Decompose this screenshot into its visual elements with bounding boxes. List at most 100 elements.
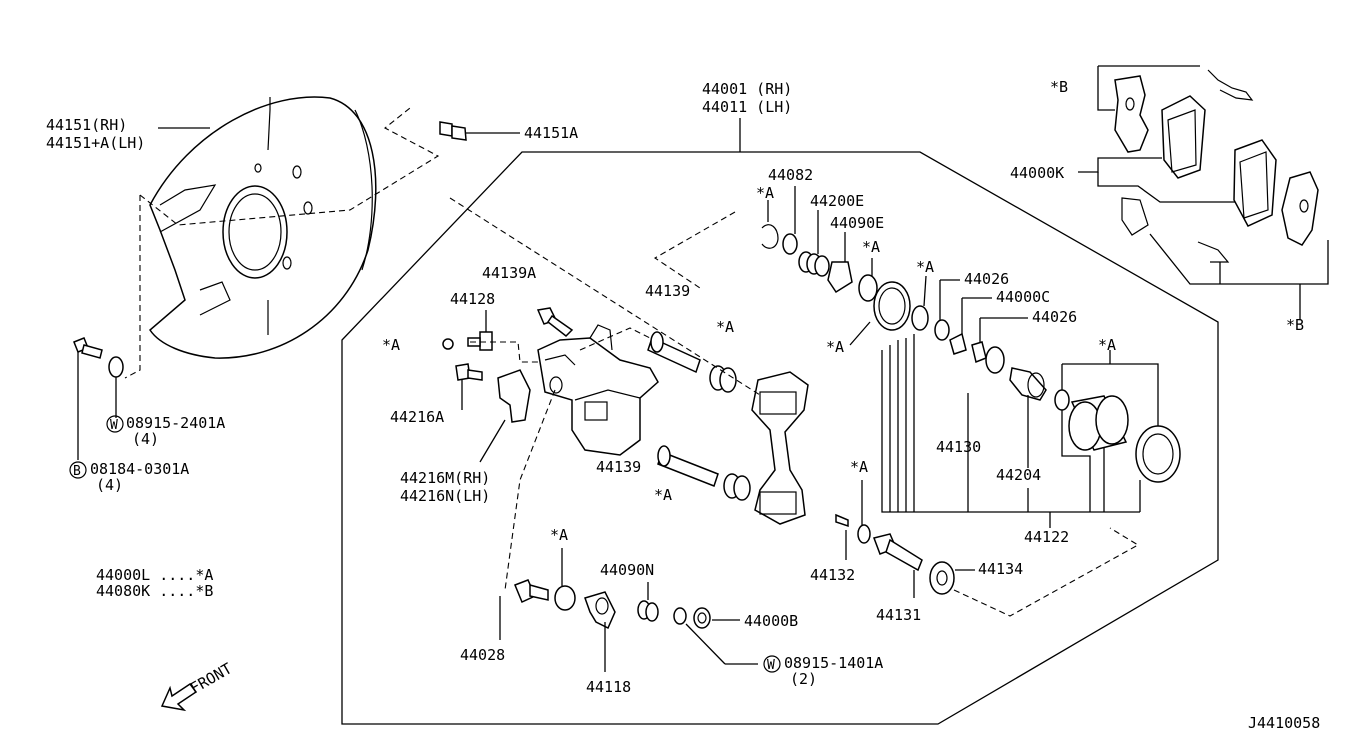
marker-a-7: *A (382, 336, 400, 354)
seal-ring-a (858, 258, 878, 302)
label-44216m: 44216M(RH) (400, 469, 490, 487)
washer-marker-2: W (763, 655, 781, 673)
spring-44200e (798, 210, 830, 277)
label-44001-rh: 44001 (RH) (702, 80, 792, 98)
piston-seal-large (849, 281, 911, 346)
label-44200e: 44200E (810, 192, 864, 210)
diagram-code: J4410058 (1248, 714, 1320, 732)
bolt-44151a (439, 121, 520, 141)
label-44132: 44132 (810, 566, 855, 584)
cap-44132 (835, 480, 871, 560)
clip-44090e (827, 232, 853, 294)
svg-text:B: B (73, 464, 81, 479)
screw-44216a (455, 363, 483, 410)
pad-shim-outer (1114, 75, 1149, 153)
label-44026-b: 44026 (1032, 308, 1077, 326)
label-08184-0301a-qty: (4) (96, 476, 123, 494)
label-44000b: 44000B (744, 612, 798, 630)
washer-marker-1: W (106, 415, 124, 433)
marker-a-5: *A (1098, 336, 1116, 354)
marker-a-3: *A (916, 258, 934, 276)
caliper-bracket (751, 371, 809, 525)
label-08915-2401a: 08915-2401A (126, 414, 225, 432)
seal-44000b (673, 607, 758, 665)
svg-text:W: W (767, 658, 775, 673)
snap-ring-upper (761, 200, 779, 249)
label-44011-lh: 44011 (LH) (702, 98, 792, 116)
bolt-44139a (536, 307, 574, 337)
plate-44134 (929, 561, 975, 595)
label-44028: 44028 (460, 646, 505, 664)
shaft-44131 (873, 533, 923, 598)
label-44000k: 44000K (1010, 164, 1064, 182)
pad-outer (1161, 95, 1206, 179)
ring-44026 (934, 279, 960, 341)
seal-44082 (782, 186, 798, 255)
label-44151-rh: 44151(RH) (46, 116, 127, 134)
marker-a-1: *A (756, 184, 774, 202)
bracket-44216m (479, 369, 531, 463)
lever-44118 (584, 591, 616, 672)
guide-pin-lower (657, 445, 719, 487)
label-44128: 44128 (450, 290, 495, 308)
piston-boot (1135, 425, 1181, 483)
label-08915-1401a: 08915-1401A (784, 654, 883, 672)
bolt-08184 (73, 337, 103, 460)
pad-inner (1233, 139, 1277, 227)
bleeder-44128 (442, 310, 493, 351)
svg-text:W: W (110, 418, 118, 433)
label-44216n: 44216N(LH) (400, 487, 490, 505)
label-44139a: 44139A (482, 264, 536, 282)
label-44090e: 44090E (830, 214, 884, 232)
marker-a-8: *A (654, 486, 672, 504)
label-08184-0301a: 08184-0301A (90, 460, 189, 478)
label-44082: 44082 (768, 166, 813, 184)
marker-a-10: *A (550, 526, 568, 544)
marker-a-9: *A (850, 458, 868, 476)
seal-ring-44026-upper (911, 275, 929, 331)
label-44139-lower: 44139 (596, 458, 641, 476)
label-44118: 44118 (586, 678, 631, 696)
pad-shim-inner (1281, 171, 1319, 246)
pin-boot-upper (709, 365, 737, 393)
front-arrow (160, 682, 198, 712)
label-44122: 44122 (1024, 528, 1069, 546)
label-44026-a: 44026 (964, 270, 1009, 288)
legend-kit-a: 44000L ....*A (96, 566, 213, 584)
label-44204: 44204 (996, 466, 1041, 484)
seal-44000c (949, 297, 992, 355)
label-44151-lh: 44151+A(LH) (46, 134, 145, 152)
spring-44090n (637, 582, 659, 622)
marker-b-2: *B (1286, 316, 1304, 334)
o-ring (1054, 389, 1070, 411)
pad-clip-upper (1207, 69, 1254, 101)
legend-kit-b: 44080K ....*B (96, 582, 213, 600)
label-44000c: 44000C (996, 288, 1050, 306)
label-44139-upper: 44139 (645, 282, 690, 300)
washer-44028 (554, 548, 576, 611)
label-44216a: 44216A (390, 408, 444, 426)
label-08915-2401a-qty: (4) (132, 430, 159, 448)
label-44090n: 44090N (600, 561, 654, 579)
bolt-marker-1: B (69, 461, 87, 479)
backing-plate (149, 96, 377, 359)
marker-a-2: *A (862, 238, 880, 256)
label-44131: 44131 (876, 606, 921, 624)
ring-44130 (967, 346, 1005, 440)
adjuster-44204 (1009, 367, 1047, 468)
marker-a-4: *A (826, 338, 844, 356)
label-08915-1401a-qty: (2) (790, 670, 817, 688)
label-44130: 44130 (936, 438, 981, 456)
pin-boot-lower (723, 473, 751, 501)
label-44134: 44134 (978, 560, 1023, 578)
pad-clip-lower (1121, 197, 1230, 263)
guide-pin-upper (647, 331, 701, 374)
label-44151a: 44151A (524, 124, 578, 142)
piston (1068, 395, 1129, 451)
marker-b-1: *B (1050, 78, 1068, 96)
washer-08915 (108, 356, 124, 418)
front-label: FRONT (187, 659, 235, 697)
marker-a-6: *A (716, 318, 734, 336)
